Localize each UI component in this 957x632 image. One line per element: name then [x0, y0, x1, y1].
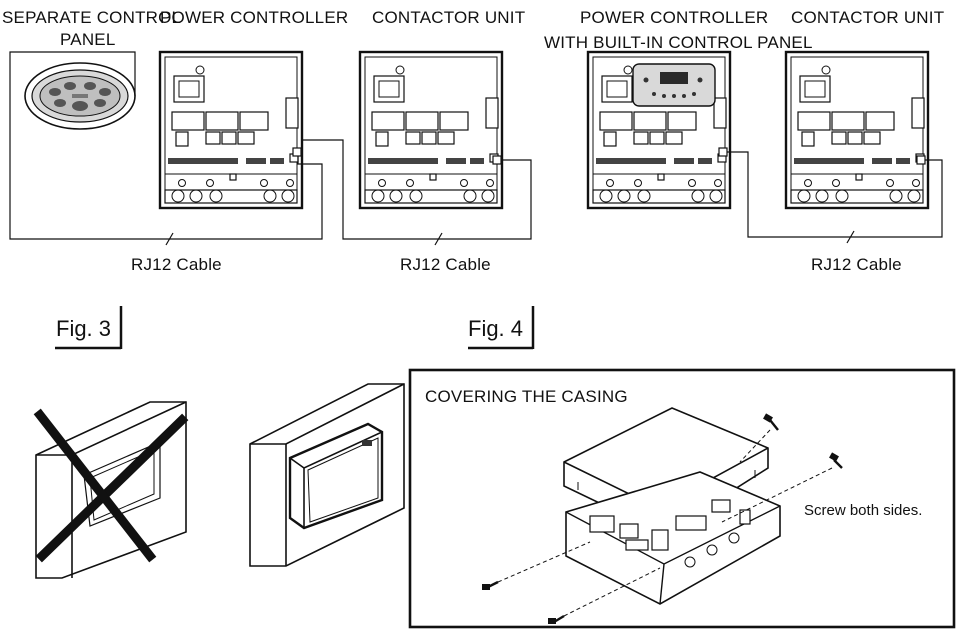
- rj12-cable-label-2: RJ12 Cable: [400, 255, 491, 274]
- rj12-port-power-controller: [292, 147, 302, 157]
- power-controller-builtin-unit: [586, 50, 732, 210]
- covering-casing-title: COVERING THE CASING: [425, 387, 628, 406]
- separate-control-panel-label-line2: PANEL: [60, 30, 116, 49]
- fig3-label-box: Fig. 3: [55, 306, 123, 350]
- contactor-unit-2: [784, 50, 930, 210]
- contactor-unit-label-1: CONTACTOR UNIT: [372, 8, 525, 27]
- separate-control-panel: [24, 62, 136, 130]
- power-controller-label: POWER CONTROLLER: [160, 8, 348, 27]
- contactor-unit-1: [358, 50, 504, 210]
- separate-control-panel-label-line1: SEPARATE CONTROL: [2, 8, 181, 27]
- contactor-unit-label-2: CONTACTOR UNIT: [791, 8, 944, 27]
- power-controller-unit: [158, 50, 304, 210]
- incorrect-mounting-illustration: [33, 401, 189, 579]
- rj12-port-contactor-2: [916, 155, 926, 165]
- power-controller-builtin-label-line1: POWER CONTROLLER: [580, 8, 768, 27]
- casing-base-icon: [565, 471, 781, 605]
- rj12-port-power-controller-builtin: [718, 147, 728, 157]
- fig4-label: Fig. 4: [468, 316, 523, 341]
- correct-mounting-illustration: [249, 383, 405, 567]
- cross-mark-icon: [33, 408, 189, 563]
- screw-icon-bottom: [548, 614, 565, 624]
- rj12-port-contactor-1: [492, 155, 502, 165]
- rj12-cable-1: [9, 51, 323, 246]
- wall-mounted-unit-icon: [288, 422, 384, 530]
- screw-icon-right: [829, 452, 843, 469]
- rj12-cable-label-3: RJ12 Cable: [811, 255, 902, 274]
- power-controller-builtin-label-line2: WITH BUILT-IN CONTROL PANEL: [544, 33, 813, 52]
- screw-both-sides-note: Screw both sides.: [804, 502, 922, 519]
- rj12-cable-2: [302, 139, 532, 246]
- rj12-cable-3: [727, 151, 943, 244]
- covering-casing-panel: COVERING THE CASING Screw both sides.: [408, 368, 956, 629]
- rj12-cable-label-1: RJ12 Cable: [131, 255, 222, 274]
- screw-icon-bottom-left: [482, 580, 499, 590]
- fig4-label-box: Fig. 4: [468, 306, 535, 350]
- fig3-label: Fig. 3: [56, 316, 111, 341]
- display-icon: [660, 72, 688, 84]
- screw-icon-top-right: [763, 413, 779, 431]
